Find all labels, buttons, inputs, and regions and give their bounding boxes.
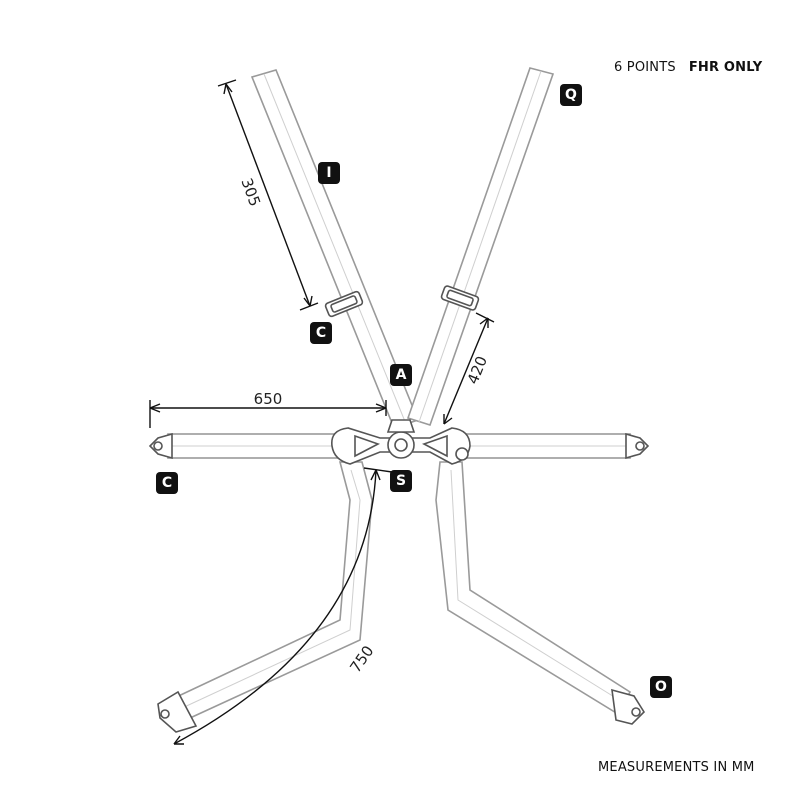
dimension-750-label: 750 xyxy=(346,642,377,676)
lap-fitting-left xyxy=(148,432,173,460)
lap-belt-right xyxy=(461,433,631,459)
svg-text:I: I xyxy=(326,165,331,181)
title-fhr: FHR ONLY xyxy=(688,60,763,75)
right-shoulder-adjuster xyxy=(440,285,480,311)
svg-text:Q: Q xyxy=(565,87,577,103)
badge-o: O xyxy=(650,676,672,698)
badge-a: A xyxy=(390,364,412,386)
svg-text:C: C xyxy=(162,475,172,491)
svg-text:A: A xyxy=(396,367,407,383)
leg-strap-left xyxy=(168,461,373,719)
svg-text:C: C xyxy=(316,325,326,341)
svg-text:S: S xyxy=(396,473,406,489)
svg-text:O: O xyxy=(655,679,667,695)
badge-s: S xyxy=(390,470,412,492)
leg-fitting-left xyxy=(157,690,198,733)
left-shoulder-adjuster xyxy=(324,290,364,318)
dimension-650-label: 650 xyxy=(254,390,283,408)
badge-q: Q xyxy=(560,84,582,106)
dimension-305-label: 305 xyxy=(237,176,264,209)
leg-strap-right xyxy=(435,461,632,716)
lap-fitting-right xyxy=(625,432,650,460)
badge-c-lower: C xyxy=(156,472,178,494)
title-points: 6 POINTS xyxy=(614,60,676,75)
lap-belt-left xyxy=(167,433,354,459)
diagram-title: 6 POINTS FHR ONLY xyxy=(614,60,762,75)
measurements-note: MEASUREMENTS IN MM xyxy=(598,760,755,775)
dimension-650: 650 xyxy=(149,390,387,428)
badge-i: I xyxy=(318,162,340,184)
leg-fitting-right xyxy=(611,688,646,725)
badge-c-upper: C xyxy=(310,322,332,344)
central-buckle xyxy=(331,419,471,465)
dimension-420-label: 420 xyxy=(464,353,491,386)
